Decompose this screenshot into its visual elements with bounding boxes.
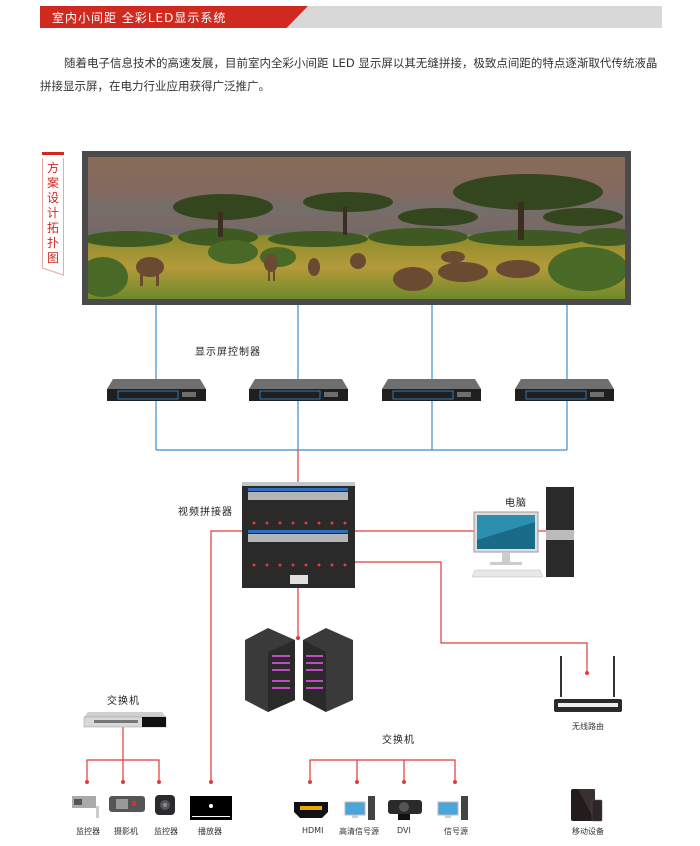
- splicer-label: 视频拼接器: [178, 507, 233, 518]
- led-screen: [88, 157, 625, 299]
- side-label-frame: [42, 158, 64, 264]
- led-controller-4: [515, 379, 614, 401]
- side-label-accent: [42, 152, 64, 155]
- led-controller-1: [107, 379, 206, 401]
- link-splicer-router: [355, 561, 588, 672]
- security-camera-icon: [72, 796, 99, 818]
- wireless-router: [554, 656, 622, 712]
- computer-label: 电脑: [505, 498, 527, 509]
- desktop-pc-icon-2: [437, 796, 468, 820]
- side-label: 方案设计拓扑图: [46, 161, 59, 265]
- header-accent: [40, 6, 308, 28]
- webcam-icon-dvi: [388, 800, 422, 820]
- video-camera-icon: [109, 796, 145, 812]
- side-label-tail: [42, 262, 64, 276]
- link-center-device-bus: [309, 759, 456, 782]
- server-rack-2: [303, 628, 353, 712]
- network-switch-left: [83, 712, 167, 728]
- device-label-hd-source: 高清信号源: [339, 827, 379, 836]
- device-label-monitor-2: 监控器: [154, 827, 178, 836]
- device-label-camera: 摄影机: [114, 827, 138, 836]
- server-rack-1: [245, 628, 295, 712]
- intro-paragraph: 随着电子信息技术的高速发展，目前室内全彩小间距 LED 显示屏以其无缝拼接，极致…: [40, 56, 658, 93]
- page-title: 室内小间距 全彩LED显示系统: [52, 11, 227, 25]
- device-label-dvi: DVI: [397, 826, 411, 835]
- device-label-monitor-1: 监控器: [76, 827, 100, 836]
- link-left-device-bus: [86, 759, 160, 782]
- led-controller-2: [249, 379, 348, 401]
- controller-label: 显示屏控制器: [195, 347, 261, 358]
- blue-links: [155, 305, 568, 451]
- link-dots: [85, 636, 589, 784]
- device-label-mobile: 移动设备: [572, 827, 604, 836]
- mobile-device-icon: [571, 789, 603, 822]
- switch-center-label: 交换机: [382, 735, 415, 746]
- router-label: 无线路由: [572, 722, 604, 731]
- led-controller-3: [382, 379, 481, 401]
- device-label-player: 播放器: [198, 827, 222, 836]
- link-splicer-player: [210, 530, 242, 782]
- media-player-icon: [190, 796, 232, 820]
- hdmi-port-icon: [294, 802, 328, 818]
- webcam-icon-left: [155, 795, 175, 815]
- device-label-source: 信号源: [444, 827, 468, 836]
- desktop-pc-icon-1: [344, 796, 375, 820]
- switch-left-label: 交换机: [107, 696, 140, 707]
- savanna-image: [88, 157, 625, 299]
- device-label-hdmi: HDMI: [302, 826, 324, 835]
- video-splicer: [242, 482, 355, 588]
